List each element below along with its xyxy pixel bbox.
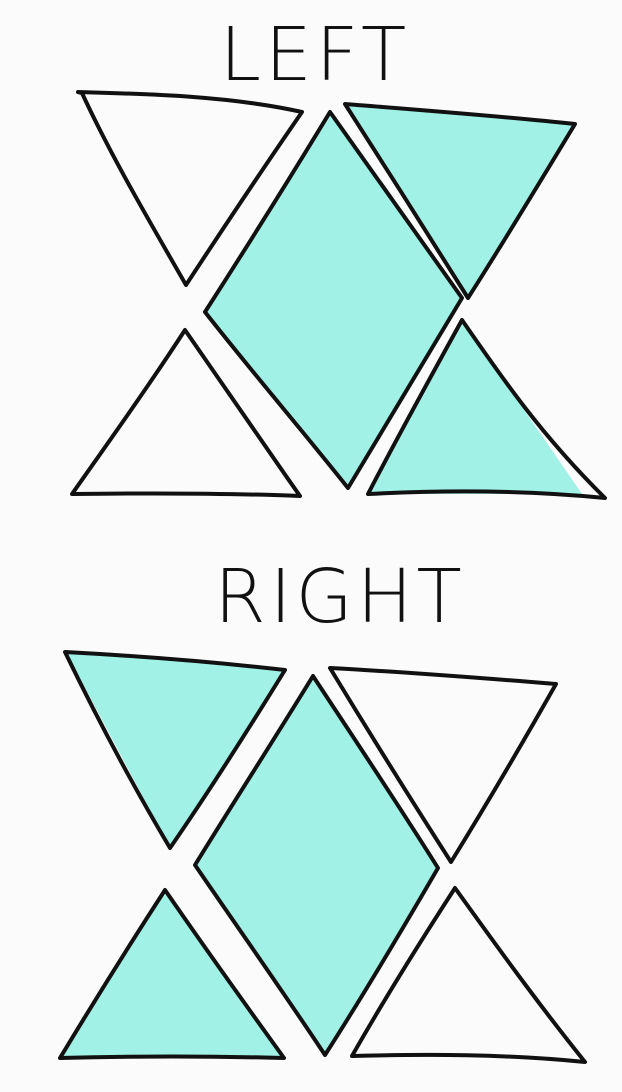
right-top-right-triangle-fill	[330, 668, 556, 862]
right-top-right-triangle-outline	[328, 666, 558, 864]
left-figure-label: LEFT	[220, 12, 410, 98]
right-bottom-right-triangle-fill	[352, 888, 585, 1062]
left-center-diamond-outline	[203, 110, 464, 490]
right-bottom-left-triangle-outline	[58, 888, 286, 1060]
left-top-right-triangle-outline	[343, 102, 577, 300]
right-figure: RIGHT	[58, 554, 587, 1064]
left-top-left-triangle-outline	[76, 90, 304, 287]
left-bottom-right-triangle-fill	[370, 320, 582, 494]
right-bottom-left-triangle-fill	[62, 890, 284, 1058]
left-bottom-right-triangle-outline	[366, 318, 607, 500]
left-top-left-triangle-fill	[82, 93, 302, 285]
left-center-diamond-fill	[205, 112, 462, 488]
left-figure: LEFT	[70, 12, 607, 500]
left-bottom-left-triangle-outline	[70, 328, 302, 498]
left-bottom-left-triangle-fill	[75, 330, 300, 496]
right-top-left-triangle-fill	[65, 650, 285, 848]
right-figure-label: RIGHT	[214, 554, 465, 640]
right-bottom-right-triangle-outline	[350, 886, 587, 1064]
left-top-right-triangle-fill	[345, 103, 575, 298]
right-top-left-triangle-outline	[63, 650, 287, 850]
right-center-diamond-outline	[193, 674, 440, 1057]
